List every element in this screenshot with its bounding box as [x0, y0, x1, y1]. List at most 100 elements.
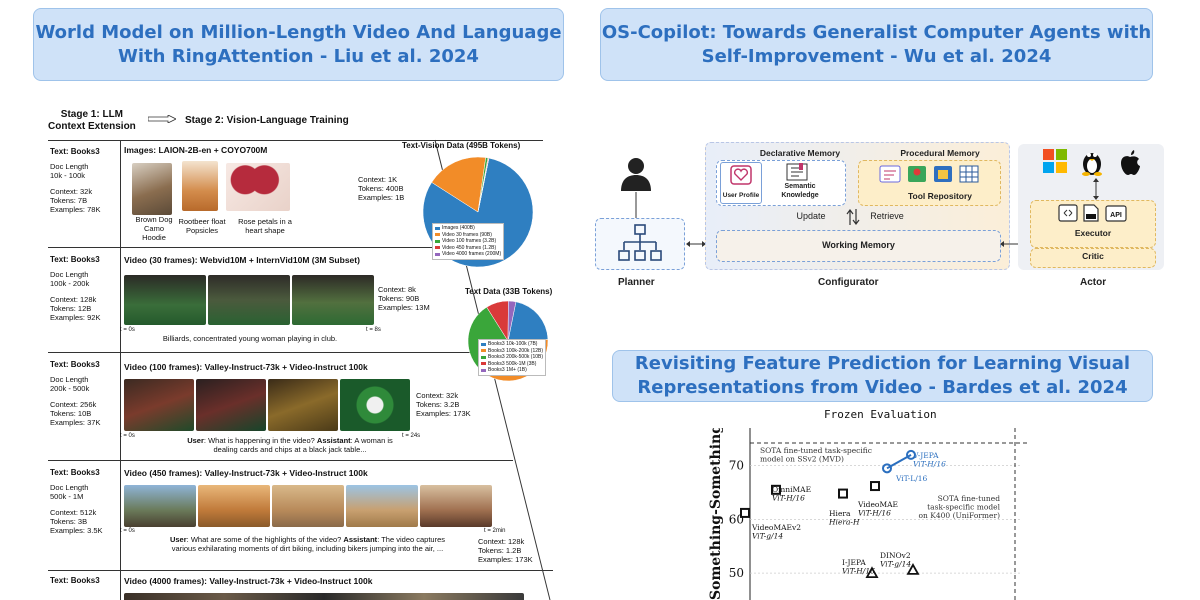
- user-profile-card: [720, 162, 762, 204]
- stat-tokens: Tokens: 1.2B: [478, 546, 522, 555]
- video-frame: [208, 275, 290, 325]
- video-frame: [198, 485, 270, 527]
- row-dataset-title: Video (30 frames): Webvid10M + InternVid…: [124, 255, 360, 265]
- legend-label: Images (400B): [442, 225, 475, 231]
- legend-label: Books3 10k-100k (7B): [488, 341, 538, 347]
- qa-assistant-label: Assistant: [316, 436, 351, 445]
- title-line: Self-Improvement - Wu et al. 2024: [701, 45, 1052, 67]
- title-line: World Model on Million-Length Video And …: [35, 21, 562, 43]
- legend-label: Books3 1M+ (1B): [488, 367, 527, 373]
- row-text-info: Text: Books3 Doc Length 100k - 200k Cont…: [50, 255, 118, 322]
- context-value: Context: 128k: [50, 295, 97, 304]
- legend-label: Video 450 frames (1.2B): [442, 244, 497, 251]
- legend-item: Video 4000 frames (200M): [435, 251, 501, 258]
- chart-title: Frozen Evaluation: [824, 408, 937, 421]
- doc-length-range: 200k - 500k: [50, 384, 90, 393]
- stage-arrow-icon: [148, 115, 176, 123]
- y-axis-label: Something-Something-v2: [708, 428, 724, 600]
- paper-title-ringattention: World Model on Million-Length Video And …: [33, 8, 564, 81]
- user-profile-label: User Profile: [722, 192, 760, 199]
- row-text-info: Text: Books3 Doc Length 200k - 500k Cont…: [50, 360, 118, 427]
- examples-value: Examples: 37K: [50, 418, 101, 427]
- apple-icon: [1121, 150, 1140, 175]
- divider: [48, 570, 553, 571]
- stat-examples: Examples: 173K: [478, 555, 533, 564]
- api-icon-label: API: [1110, 212, 1122, 219]
- popsicles-image: [182, 161, 218, 211]
- critic-box: [1030, 248, 1156, 268]
- doc-length-label: Doc Length: [50, 483, 89, 492]
- windows-icon: [1043, 149, 1067, 173]
- context-value: Context: 32k: [50, 187, 93, 196]
- pie1-legend: Images (400B) Video 30 frames (90B) Vide…: [432, 223, 505, 260]
- video-frame: [124, 379, 194, 431]
- y-tick-label: 50: [729, 566, 744, 580]
- legend-label: Video 4000 frames (200M): [442, 251, 502, 257]
- time-start: t = 0s: [120, 327, 135, 333]
- doc-length-range: 100k - 200k: [50, 279, 90, 288]
- qa-answer-cont: dealing cards and chips at a black jack …: [213, 445, 367, 454]
- row-text-label: Text: Books3: [50, 468, 100, 477]
- legend-item: Books3 500k-1M (3B): [481, 361, 543, 368]
- tokens-value: Tokens: 7B: [50, 196, 88, 205]
- vjepa-scaling-line: [886, 454, 912, 470]
- executor-label: Executor: [1074, 228, 1112, 238]
- title-line: Revisiting Feature Prediction for Learni…: [634, 353, 1131, 374]
- configurator-label: Configurator: [818, 277, 879, 288]
- qa-answer: : The video captures: [377, 535, 446, 544]
- legend-item: Video 30 frames (90B): [435, 232, 501, 239]
- data-point: [870, 481, 880, 492]
- data-point: [865, 566, 879, 579]
- stat-context: Context: 1K: [358, 175, 398, 184]
- legend-item: Books3 200k-500k (10B): [481, 354, 543, 361]
- qa-user-label: User: [169, 535, 187, 544]
- data-point: [838, 488, 848, 499]
- stat-tokens: Tokens: 90B: [378, 294, 420, 303]
- row-text-info: Text: Books3 Doc Length 10k - 100k Conte…: [50, 147, 118, 214]
- video-frame: [124, 275, 206, 325]
- video-frame: [196, 379, 266, 431]
- data-point: [906, 563, 920, 575]
- rose-petals-image: [226, 163, 290, 211]
- stat-tokens: Tokens: 3.2B: [416, 400, 460, 409]
- procedural-memory-label: Procedural Memory: [900, 148, 980, 158]
- arrow-down-icon: [635, 192, 637, 218]
- paper-title-oscopilot: OS-Copilot: Towards Generalist Computer …: [600, 8, 1153, 81]
- critic-label: Critic: [1082, 251, 1104, 261]
- row-stats: Context: 8k Tokens: 90B Examples: 13M: [378, 285, 430, 312]
- divider: [48, 140, 543, 141]
- doc-length-label: Doc Length: [50, 270, 89, 279]
- row-dataset-title: Video (450 frames): Valley-Instruct-73k …: [124, 468, 368, 478]
- legend-item: Books3 100k-200k (12B): [481, 348, 543, 355]
- tokens-value: Tokens: 10B: [50, 409, 92, 418]
- retrieve-label: Retrieve: [870, 211, 904, 221]
- qa-caption: User: What is happening in the video? As…: [140, 436, 440, 454]
- legend-item: Video 450 frames (1.2B): [435, 245, 501, 252]
- pie2-legend: Books3 10k-100k (7B) Books3 100k-200k (1…: [478, 339, 547, 376]
- legend-label: Video 100 frames (3.2B): [442, 238, 497, 244]
- legend-item: Books3 10k-100k (7B): [481, 341, 543, 348]
- user-icon: [621, 158, 651, 191]
- doc-length-label: Doc Length: [50, 375, 89, 384]
- actor-label: Actor: [1080, 277, 1107, 288]
- ringattention-figure: Stage 1: LLM Context Extension Stage 2: …: [40, 105, 570, 600]
- row-dataset-title: Images: LAION-2B-en + COYO700M: [124, 145, 268, 155]
- divider: [120, 140, 121, 600]
- update-label: Update: [796, 211, 826, 221]
- y-tick-label: 70: [729, 459, 744, 473]
- data-point: [771, 484, 781, 495]
- pie-slice: [507, 301, 517, 342]
- data-point: [740, 507, 750, 518]
- tool-icons: [879, 165, 979, 183]
- row-text-label: Text: Books3: [50, 255, 100, 264]
- video-frame-strip: [124, 593, 524, 600]
- pie-slice: [507, 301, 548, 342]
- qa-caption: User: What are some of the highlights of…: [140, 535, 475, 553]
- stat-context: Context: 8k: [378, 285, 416, 294]
- hierarchy-icon: [618, 224, 662, 261]
- row-text-label: Text: Books3: [50, 576, 100, 585]
